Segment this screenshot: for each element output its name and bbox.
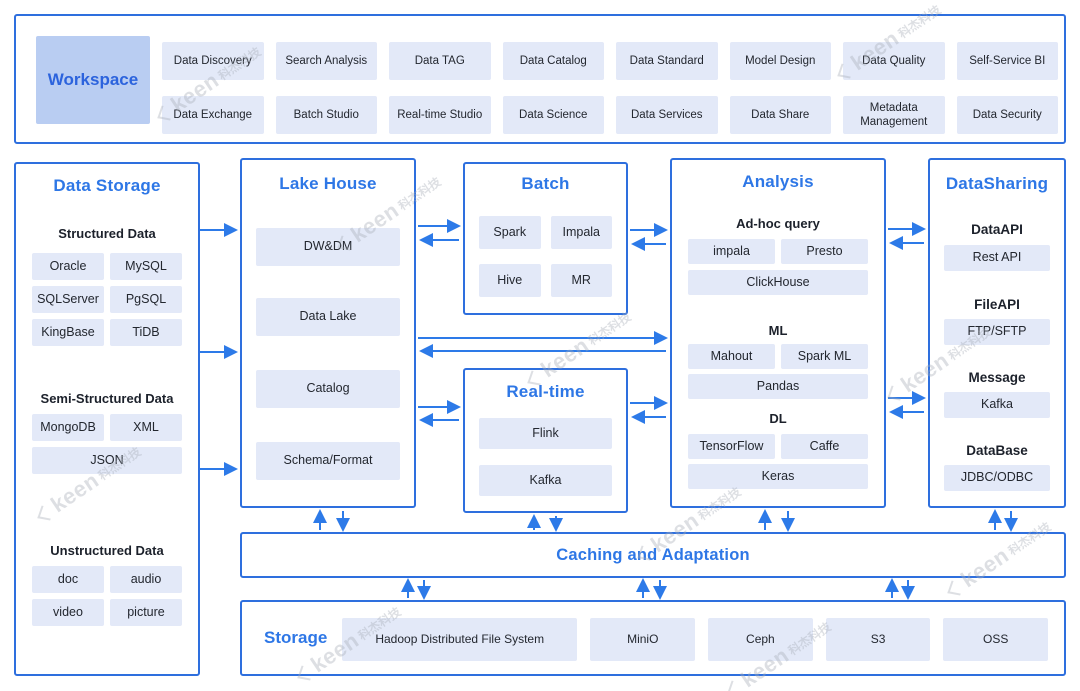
- data-sharing-title: DataSharing: [945, 174, 1049, 193]
- lake-house-panel: Lake House DW&DM Data Lake Catalog Schem…: [240, 158, 416, 508]
- adhoc-query-heading: Ad-hoc query: [736, 216, 820, 231]
- workspace-title: Workspace: [36, 36, 150, 124]
- realtime-title: Real-time: [506, 382, 585, 401]
- workspace-modules: Data Discovery Search Analysis Data TAG …: [162, 42, 1058, 134]
- module-realtime-studio: Real-time Studio: [389, 96, 491, 134]
- storage-hdfs: Hadoop Distributed File System: [342, 618, 578, 661]
- dl-heading: DL: [769, 411, 787, 426]
- keen-logo-icon: [947, 580, 965, 596]
- data-storage-panel: Data Storage Structured Data Oracle MySQ…: [14, 162, 200, 676]
- keen-logo-icon: [887, 385, 905, 401]
- caching-title: Caching and Adaptation: [556, 545, 750, 564]
- db-mysql: MySQL: [110, 253, 182, 280]
- module-data-quality: Data Quality: [843, 42, 945, 80]
- lh-schema-format: Schema/Format: [256, 442, 400, 480]
- sh-kafka: Kafka: [944, 392, 1050, 418]
- storage-title: Storage: [264, 628, 328, 647]
- an-caffe: Caffe: [781, 434, 868, 459]
- database-heading: DataBase: [966, 443, 1028, 458]
- module-data-exchange: Data Exchange: [162, 96, 264, 134]
- batch-grid: Spark Impala Hive MR: [479, 216, 612, 297]
- workspace-bar: Workspace Data Discovery Search Analysis…: [14, 14, 1066, 144]
- batch-impala: Impala: [550, 216, 612, 249]
- an-mahout: Mahout: [688, 344, 775, 369]
- keen-logo-icon: [727, 680, 745, 691]
- adhoc-row: impala Presto: [688, 239, 868, 264]
- sh-jdbc-odbc: JDBC/ODBC: [944, 465, 1050, 491]
- rt-flink: Flink: [479, 418, 612, 449]
- file-video: video: [32, 599, 104, 626]
- an-keras: Keras: [688, 464, 868, 489]
- an-pandas: Pandas: [688, 374, 868, 399]
- storage-ceph: Ceph: [708, 618, 813, 661]
- module-search-analysis: Search Analysis: [275, 42, 377, 80]
- db-oracle: Oracle: [32, 253, 104, 280]
- analysis-panel: Analysis Ad-hoc query impala Presto Clic…: [670, 158, 886, 508]
- storage-bar: Storage Hadoop Distributed File System M…: [240, 600, 1066, 676]
- rt-kafka: Kafka: [479, 465, 612, 496]
- an-presto: Presto: [781, 239, 868, 264]
- db-pgsql: PgSQL: [110, 286, 182, 313]
- db-sqlserver: SQLServer: [32, 286, 104, 313]
- semi-structured-heading: Semi-Structured Data: [40, 391, 174, 406]
- analysis-title: Analysis: [742, 172, 814, 191]
- db-mongodb: MongoDB: [32, 414, 104, 441]
- an-tensorflow: TensorFlow: [688, 434, 775, 459]
- an-impala: impala: [688, 239, 775, 264]
- module-model-design: Model Design: [729, 42, 831, 80]
- dl-row: TensorFlow Caffe: [688, 434, 868, 459]
- file-doc: doc: [32, 566, 104, 593]
- db-tidb: TiDB: [110, 319, 182, 346]
- module-data-services: Data Services: [616, 96, 718, 134]
- fileapi-heading: FileAPI: [974, 297, 1020, 312]
- batch-spark: Spark: [479, 216, 541, 249]
- storage-oss: OSS: [943, 618, 1048, 661]
- storage-tiles: Hadoop Distributed File System MiniO Cep…: [342, 618, 1048, 661]
- file-audio: audio: [110, 566, 182, 593]
- an-clickhouse: ClickHouse: [688, 270, 868, 295]
- data-storage-title: Data Storage: [53, 176, 161, 195]
- dataapi-heading: DataAPI: [971, 222, 1023, 237]
- batch-mr: MR: [550, 264, 612, 297]
- fmt-xml: XML: [110, 414, 182, 441]
- lh-data-lake: Data Lake: [256, 298, 400, 336]
- batch-hive: Hive: [479, 264, 541, 297]
- file-picture: picture: [110, 599, 182, 626]
- module-data-tag: Data TAG: [389, 42, 491, 80]
- message-heading: Message: [968, 370, 1026, 385]
- module-data-share: Data Share: [729, 96, 831, 134]
- batch-panel: Batch Spark Impala Hive MR: [463, 162, 628, 315]
- structured-data-grid: Oracle MySQL SQLServer PgSQL KingBase Ti…: [32, 253, 182, 346]
- module-data-science: Data Science: [502, 96, 604, 134]
- caching-adaptation-bar: Caching and Adaptation: [240, 532, 1066, 578]
- data-sharing-panel: DataSharing DataAPI Rest API FileAPI FTP…: [928, 158, 1066, 508]
- module-data-security: Data Security: [956, 96, 1058, 134]
- unstructured-grid: doc audio video picture: [32, 566, 182, 626]
- ml-heading: ML: [768, 323, 788, 338]
- unstructured-heading: Unstructured Data: [50, 543, 164, 558]
- module-batch-studio: Batch Studio: [275, 96, 377, 134]
- structured-data-heading: Structured Data: [58, 226, 156, 241]
- storage-s3: S3: [825, 618, 931, 661]
- an-spark-ml: Spark ML: [781, 344, 868, 369]
- module-data-discovery: Data Discovery: [162, 42, 264, 80]
- module-data-catalog: Data Catalog: [502, 42, 604, 80]
- semi-structured-grid: MongoDB XML JSON: [32, 414, 182, 474]
- ml-row: Mahout Spark ML: [688, 344, 868, 369]
- lh-catalog: Catalog: [256, 370, 400, 408]
- module-self-service-bi: Self-Service BI: [956, 42, 1058, 80]
- sh-ftp-sftp: FTP/SFTP: [944, 319, 1050, 345]
- lake-house-title: Lake House: [279, 174, 377, 193]
- batch-title: Batch: [521, 174, 570, 193]
- fmt-json: JSON: [32, 447, 182, 474]
- sh-rest-api: Rest API: [944, 245, 1050, 271]
- module-metadata-management: Metadata Management: [843, 96, 945, 134]
- db-kingbase: KingBase: [32, 319, 104, 346]
- storage-minio: MiniO: [590, 618, 696, 661]
- realtime-panel: Real-time Flink Kafka: [463, 368, 628, 513]
- module-data-standard: Data Standard: [616, 42, 718, 80]
- lh-dw-dm: DW&DM: [256, 228, 400, 266]
